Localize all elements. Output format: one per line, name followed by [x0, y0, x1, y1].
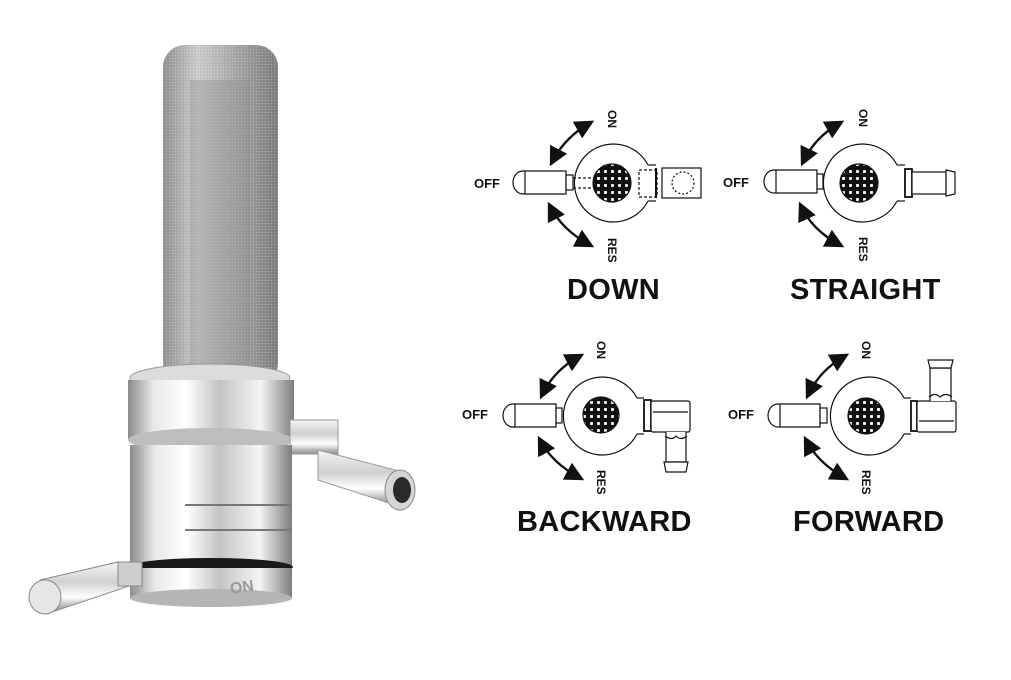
title-backward: BACKWARD — [517, 506, 692, 538]
diagram-backward — [502, 353, 691, 481]
title-straight: STRAIGHT — [790, 274, 941, 306]
diagram-forward — [767, 353, 957, 481]
title-forward: FORWARD — [793, 506, 945, 538]
label-off-forward: OFF — [728, 407, 754, 422]
label-on-forward: ON — [859, 341, 873, 359]
valve-body: ON — [129, 445, 293, 607]
diagram-down — [512, 120, 702, 248]
mesh-filter — [163, 45, 278, 385]
lever-handle — [28, 561, 143, 615]
label-off-straight: OFF — [723, 175, 749, 190]
label-on-backward: ON — [594, 341, 608, 359]
petcock-product-photo: ON — [28, 45, 416, 615]
label-res-backward: RES — [594, 470, 608, 495]
label-off-down: OFF — [474, 176, 500, 191]
label-res-straight: RES — [856, 237, 870, 262]
svg-text:ON: ON — [229, 578, 255, 598]
label-on-down: ON — [605, 110, 619, 128]
label-off-backward: OFF — [462, 407, 488, 422]
label-res-down: RES — [605, 238, 619, 263]
diagram-straight — [763, 120, 956, 248]
title-down: DOWN — [567, 274, 661, 306]
label-res-forward: RES — [859, 470, 873, 495]
outlet-elbow — [289, 419, 416, 511]
label-on-straight: ON — [856, 109, 870, 127]
